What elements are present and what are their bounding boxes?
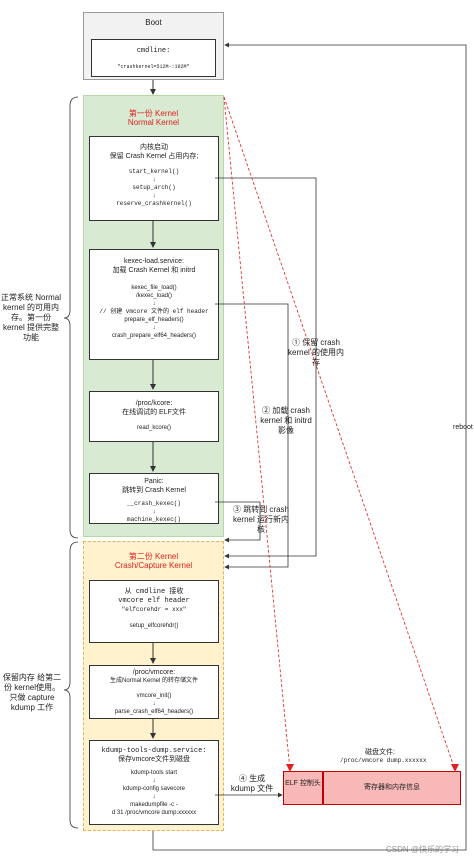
fn-setup-arch: setup_arch() <box>132 184 176 191</box>
kdump-tools-title: kdump-tools-dump.service: <box>101 747 207 755</box>
boot-title: Boot <box>145 18 162 27</box>
normal-kernel-title-en: Normal Kernel <box>127 118 180 127</box>
kdump-tools-subtitle: 保存vmcore文件到磁盘 <box>118 756 190 763</box>
fn-read-kcore: read_kcore() <box>136 425 171 431</box>
crash-kernel-panel: 第二份 Kernel Crash/Capture Kernel 从 cmdlin… <box>83 541 224 831</box>
cmdline-value: "crashkernel=512M-:192M" <box>117 64 190 70</box>
elfcorehdr-subtitle: vmcore elf header <box>118 597 190 605</box>
proc-vmcore-box: /proc/vmcore: 生成Normal Kernel 的转存储文件 vmc… <box>89 665 219 719</box>
fn-machine-kexec: machine_kexec() <box>126 516 181 523</box>
kexec-load-box: kexec-load.service: 加载 Crash Kernel 和 in… <box>89 249 219 360</box>
elfcorehdr-param: "elfcorehdr = xxx" <box>121 606 187 613</box>
fn-vmcore-init: vmcore_init() <box>136 693 172 699</box>
cmd-makedumpfile-args: d 31 /proc/vmcore dump.xxxxxx <box>111 810 197 816</box>
fn-setup-elfcorehdr: setup_elfcorehdr() <box>129 623 179 629</box>
kexec-load-subtitle: 加载 Crash Kernel 和 initrd <box>112 267 196 274</box>
crash-kernel-title-en: Crash/Capture Kernel <box>114 561 193 570</box>
elf-header-label: ELF 控制头 <box>285 780 321 787</box>
reserved-memory-label: 保留内存 给第二份 kernel使用。只做 capture kdump 工作 <box>2 673 62 712</box>
memory-info-label: 寄存器和内存信息 <box>364 784 420 791</box>
cmdline-box: cmdline: "crashkernel=512M-:192M" <box>91 39 216 77</box>
normal-kernel-panel: 第一份 Kernel Normal Kernel 内核启动 保留 Crash K… <box>83 95 224 537</box>
proc-kcore-subtitle: 在线调试的 ELF文件 <box>122 409 186 416</box>
brace-crash-kernel <box>63 541 79 829</box>
panic-title: Panic: <box>144 478 164 485</box>
kexec-load-title: kexec-load.service: <box>124 258 184 265</box>
fn-crash-prepare-elf64: crash_prepare_elf64_headers() <box>111 333 197 339</box>
brace-normal-kernel <box>63 96 79 539</box>
cmd-kdump-config-savecore: kdump-config savecore <box>122 786 186 792</box>
reboot-label: reboot <box>453 424 473 431</box>
kernel-start-title: 内核启动 <box>140 144 168 151</box>
elfcorehdr-title: 从 cmdline 接收 <box>124 588 184 596</box>
elf-header-comment: // 创建 vmcore 文件的 elf header <box>99 308 209 315</box>
boot-panel: Boot cmdline: "crashkernel=512M-:192M" <box>83 12 224 80</box>
fn-reserve-crashkernel: reserve_crashkernel() <box>116 200 192 207</box>
fn-kexec-file-load: kexec_file_load() <box>131 285 177 291</box>
annotation-generate-kdump: ④ 生成 kdump 文件 <box>230 774 274 793</box>
proc-vmcore-subtitle: 生成Normal Kernel 的转存储文件 <box>109 678 198 684</box>
fn-start-kernel: start_kernel() <box>128 168 180 175</box>
disk-file-name: /proc/vmcore dump.xxxxxx <box>340 757 427 764</box>
annotation-load-kernel: ② 加载 crash kernel 和 initrd 影像 <box>260 406 312 435</box>
cmdline-label: cmdline: <box>136 47 171 55</box>
proc-kcore-box: /proc/kcore: 在线调试的 ELF文件 read_kcore() <box>89 391 219 442</box>
kernel-start-subtitle: 保留 Crash Kernel 占用内存; <box>109 153 199 160</box>
panic-subtitle: 跳转到 Crash Kernel <box>122 487 186 494</box>
fn-crash-kexec: __crash_kexec() <box>126 500 181 507</box>
panic-box: Panic: 跳转到 Crash Kernel __crash_kexec() … <box>89 473 219 524</box>
fn-parse-crash-elf64: parse_crash_elf64_headers() <box>114 709 194 715</box>
normal-memory-label: 正常系统 Normal kernel 的可用内存。第一份 kernel 提供完整… <box>1 293 62 342</box>
proc-kcore-title: /proc/kcore: <box>135 400 173 407</box>
memory-info-box: 寄存器和内存信息 <box>323 771 461 805</box>
annotation-reserve-memory: ① 保留 crash kernel 的使用内存 <box>288 338 345 367</box>
proc-vmcore-title: /proc/vmcore: <box>132 669 176 676</box>
kernel-start-box: 内核启动 保留 Crash Kernel 占用内存; start_kernel(… <box>89 136 219 221</box>
annotation-jump-kernel: ③ 跳转到 crash kernel 运行新内核 <box>232 505 289 534</box>
fn-kexec-load: /kexec_load() <box>135 293 173 299</box>
fn-prepare-elf-headers: prepare_elf_headers() <box>124 317 184 323</box>
disk-file-label: 磁盘文件: <box>365 749 395 756</box>
watermark: CSDN @快乐的学习 <box>386 845 460 854</box>
cmd-makedumpfile: makedumpfile -c - <box>130 802 178 808</box>
elfcorehdr-box: 从 cmdline 接收 vmcore elf header "elfcoreh… <box>89 580 219 643</box>
elf-header-box: ELF 控制头 <box>283 771 323 805</box>
cmd-kdump-tools-start: kdump-tools start <box>130 770 178 776</box>
kdump-tools-box: kdump-tools-dump.service: 保存vmcore文件到磁盘 … <box>89 740 219 825</box>
